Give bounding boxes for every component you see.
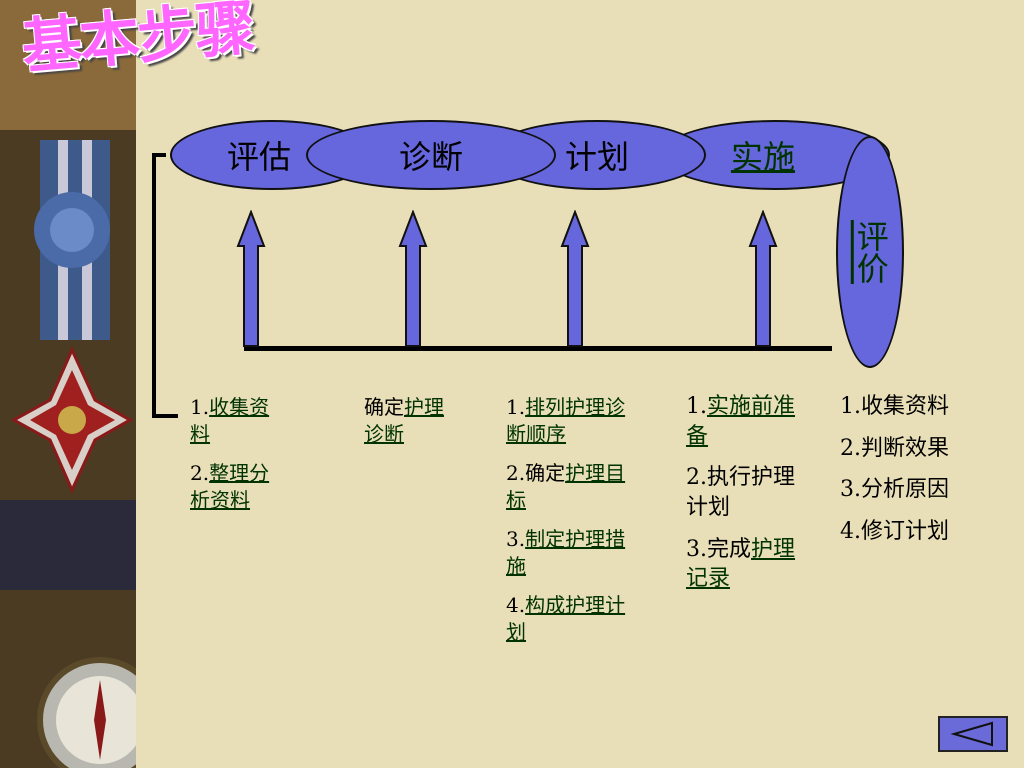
bracket-top-line [152, 153, 166, 157]
item-text: 完成 [707, 536, 752, 562]
link-nursing-goals[interactable]: 护理目标 [506, 461, 626, 512]
item-number: 4. [840, 519, 861, 545]
arrow-up-icon [748, 210, 778, 347]
slide-title: 基本步骤 [18, 0, 257, 83]
back-button[interactable] [938, 716, 1008, 752]
stage-evaluation-label: 评价 [851, 220, 890, 284]
item-text: 确定 [525, 461, 566, 485]
item-text: 收集资料 [861, 394, 950, 419]
stage-diagnosis-label: 诊断 [398, 138, 463, 176]
link-collect-data[interactable]: 收集资料 [190, 395, 270, 446]
medal-artwork [0, 0, 136, 768]
link-nursing-diagnosis[interactable]: 护理诊断 [364, 395, 444, 446]
list-item: 1.排列护理诊断顺序 [506, 394, 638, 448]
item-number: 3. [840, 477, 861, 503]
item-number: 4. [506, 593, 526, 617]
arrow-up-icon [398, 210, 428, 347]
stage-evaluation[interactable]: 评价 [836, 136, 904, 368]
item-number: 3. [506, 527, 526, 551]
baseline-bar [244, 346, 832, 351]
diagnosis-column: 确定护理诊断 [364, 394, 456, 460]
evaluation-column: 1.收集资料 2.判断效果 3.分析原因 4.修订计划 [840, 392, 990, 559]
list-item: 2.执行护理计划 [686, 463, 804, 522]
stage-planning-label: 计划 [564, 138, 629, 176]
list-item: 2.确定护理目标 [506, 460, 638, 514]
planning-column: 1.排列护理诊断顺序 2.确定护理目标 3.制定护理措施 4.构成护理计划 [506, 394, 638, 658]
triangle-left-icon [950, 721, 993, 747]
list-item: 4.构成护理计划 [506, 592, 638, 646]
implementation-column: 1.实施前准备 2.执行护理计划 3.完成护理记录 [686, 392, 804, 606]
item-number: 2. [506, 461, 526, 485]
item-number: 2. [840, 435, 861, 461]
list-item: 1.实施前准备 [686, 392, 804, 451]
item-number: 1. [686, 394, 707, 419]
item-text: 执行护理计划 [686, 465, 796, 521]
item-number: 1. [190, 395, 210, 419]
item-text: 确定 [364, 395, 404, 419]
bracket-bottom-line [152, 414, 178, 418]
stage-implementation-label: 实施 [730, 138, 795, 176]
link-organize-data[interactable]: 整理分析资料 [190, 461, 270, 512]
list-item: 3.完成护理记录 [686, 535, 804, 594]
link-nursing-measures[interactable]: 制定护理措施 [506, 527, 626, 578]
link-rank-diagnoses[interactable]: 排列护理诊断顺序 [506, 395, 626, 446]
arrow-up-icon [560, 210, 590, 347]
list-item: 1.收集资料 [840, 392, 990, 422]
item-number: 1. [506, 395, 526, 419]
item-text: 修订计划 [861, 519, 950, 545]
list-item: 1.收集资料 [190, 394, 274, 448]
item-number: 2. [686, 465, 707, 491]
item-number: 2. [190, 461, 210, 485]
link-nursing-plan[interactable]: 构成护理计划 [506, 593, 626, 644]
link-preparation[interactable]: 实施前准备 [686, 394, 796, 449]
assessment-column: 1.收集资料 2.整理分析资料 [190, 394, 274, 526]
decorative-side-image [0, 0, 136, 768]
list-item: 确定护理诊断 [364, 394, 456, 448]
list-item: 2.整理分析资料 [190, 460, 274, 514]
item-number: 3. [686, 536, 707, 562]
stage-assessment-label: 评估 [226, 138, 291, 176]
item-text: 分析原因 [861, 477, 950, 503]
link-nursing-records[interactable]: 护理记录 [686, 536, 796, 592]
list-item: 2.判断效果 [840, 434, 990, 464]
list-item: 3.制定护理措施 [506, 526, 638, 580]
list-item: 3.分析原因 [840, 475, 990, 505]
item-text: 判断效果 [861, 435, 950, 461]
arrow-up-icon [236, 210, 266, 347]
list-item: 4.修订计划 [840, 517, 990, 547]
item-number: 1. [840, 394, 861, 419]
bracket-vertical-line [152, 153, 156, 418]
stage-diagnosis: 诊断 [306, 120, 556, 190]
